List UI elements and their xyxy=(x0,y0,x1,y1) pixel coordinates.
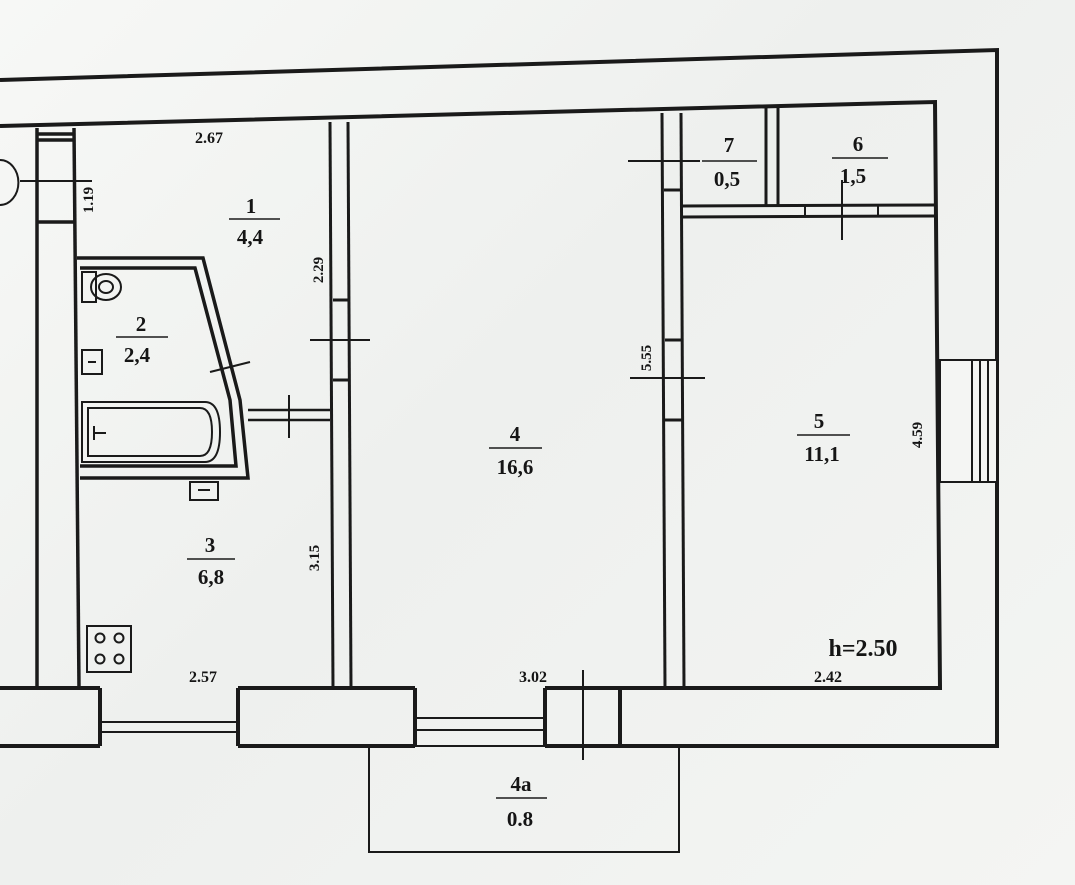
inner-walls xyxy=(0,99,943,746)
dim-room5-width: 2.42 xyxy=(814,669,842,686)
dim-room4-height: 5.55 xyxy=(639,345,655,371)
front-door xyxy=(0,159,92,206)
room-2-area: 2,4 xyxy=(124,343,151,367)
dim-room3-width: 2.57 xyxy=(189,669,217,686)
room-6-number: 6 xyxy=(853,132,864,156)
room-7-area: 0,5 xyxy=(714,167,740,191)
dim-room1-height: 2.29 xyxy=(311,257,327,283)
stove xyxy=(86,625,132,673)
room-5-area: 11,1 xyxy=(804,442,840,466)
room-5-number: 5 xyxy=(814,409,825,433)
dim-room3-height: 3.15 xyxy=(307,545,323,571)
dim-corridor-left: 1.19 xyxy=(81,187,97,213)
dim-room4-width: 3.02 xyxy=(519,669,547,686)
window-south-middle xyxy=(415,717,545,731)
corridor-wall xyxy=(35,127,81,689)
label-fraction-lines xyxy=(116,157,888,799)
kitchen-sink xyxy=(189,481,219,501)
room-1-number: 1 xyxy=(246,194,257,218)
sink-bathroom xyxy=(81,349,103,375)
partition-wall-room1-room4 xyxy=(310,121,370,689)
bathtub xyxy=(81,401,222,463)
room-3-area: 6,8 xyxy=(198,565,224,589)
room-6-area: 1,5 xyxy=(840,164,866,188)
dim-room1-top: 2.67 xyxy=(195,130,223,147)
room-1-area: 4,4 xyxy=(237,225,264,249)
partition-wall-room4-room5 xyxy=(628,112,705,689)
room-3-number: 3 xyxy=(205,533,216,557)
balcony-4a-number: 4a xyxy=(511,772,533,796)
room-4-area: 16,6 xyxy=(497,455,534,479)
balcony-4a xyxy=(368,745,680,853)
ceiling-height: h=2.50 xyxy=(828,636,897,662)
window-south-left xyxy=(100,721,238,733)
balcony-4a-area: 0.8 xyxy=(507,807,533,831)
toilet xyxy=(81,271,122,303)
room-2-number: 2 xyxy=(136,312,147,336)
dim-room5-height: 4.59 xyxy=(910,422,926,448)
room-7-number: 7 xyxy=(724,133,735,157)
bathroom-walls xyxy=(77,256,330,480)
closet-walls xyxy=(681,108,936,240)
room-4-number: 4 xyxy=(510,422,521,446)
window-east xyxy=(939,359,998,483)
